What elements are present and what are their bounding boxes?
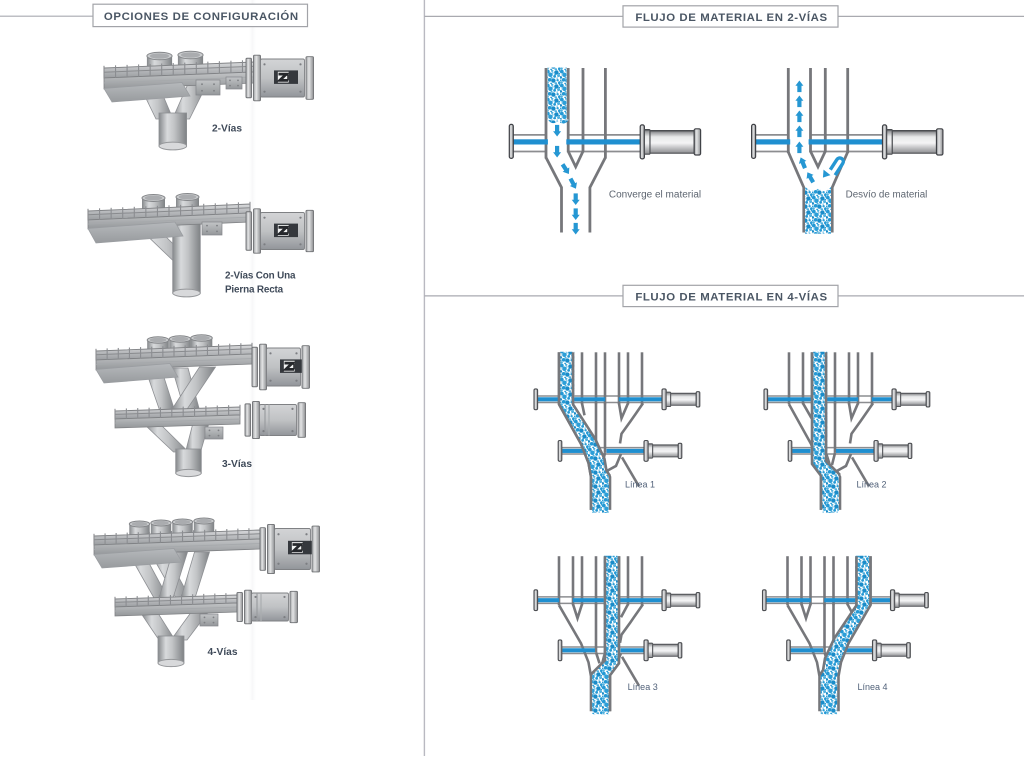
svg-text:3-Vías: 3-Vías [222, 459, 252, 470]
svg-text:Desvío de material: Desvío de material [846, 189, 928, 200]
svg-text:Converge el material: Converge el material [609, 189, 701, 200]
svg-text:FLUJO DE MATERIAL EN 2-VÍAS: FLUJO DE MATERIAL EN 2-VÍAS [635, 11, 827, 24]
svg-text:Pierna Recta: Pierna Recta [225, 284, 284, 295]
svg-text:FLUJO DE MATERIAL EN 4-VÍAS: FLUJO DE MATERIAL EN 4-VÍAS [635, 291, 827, 304]
svg-text:2-Vías Con Una: 2-Vías Con Una [225, 270, 296, 281]
svg-text:Línea 4: Línea 4 [857, 682, 887, 692]
svg-text:2-Vías: 2-Vías [212, 124, 242, 135]
svg-text:4-Vías: 4-Vías [207, 647, 237, 658]
svg-text:Línea 1: Línea 1 [625, 480, 655, 490]
svg-text:OPCIONES DE CONFIGURACIÓN: OPCIONES DE CONFIGURACIÓN [104, 10, 299, 23]
svg-text:Línea 2: Línea 2 [856, 480, 886, 490]
svg-text:Línea 3: Línea 3 [628, 682, 658, 692]
